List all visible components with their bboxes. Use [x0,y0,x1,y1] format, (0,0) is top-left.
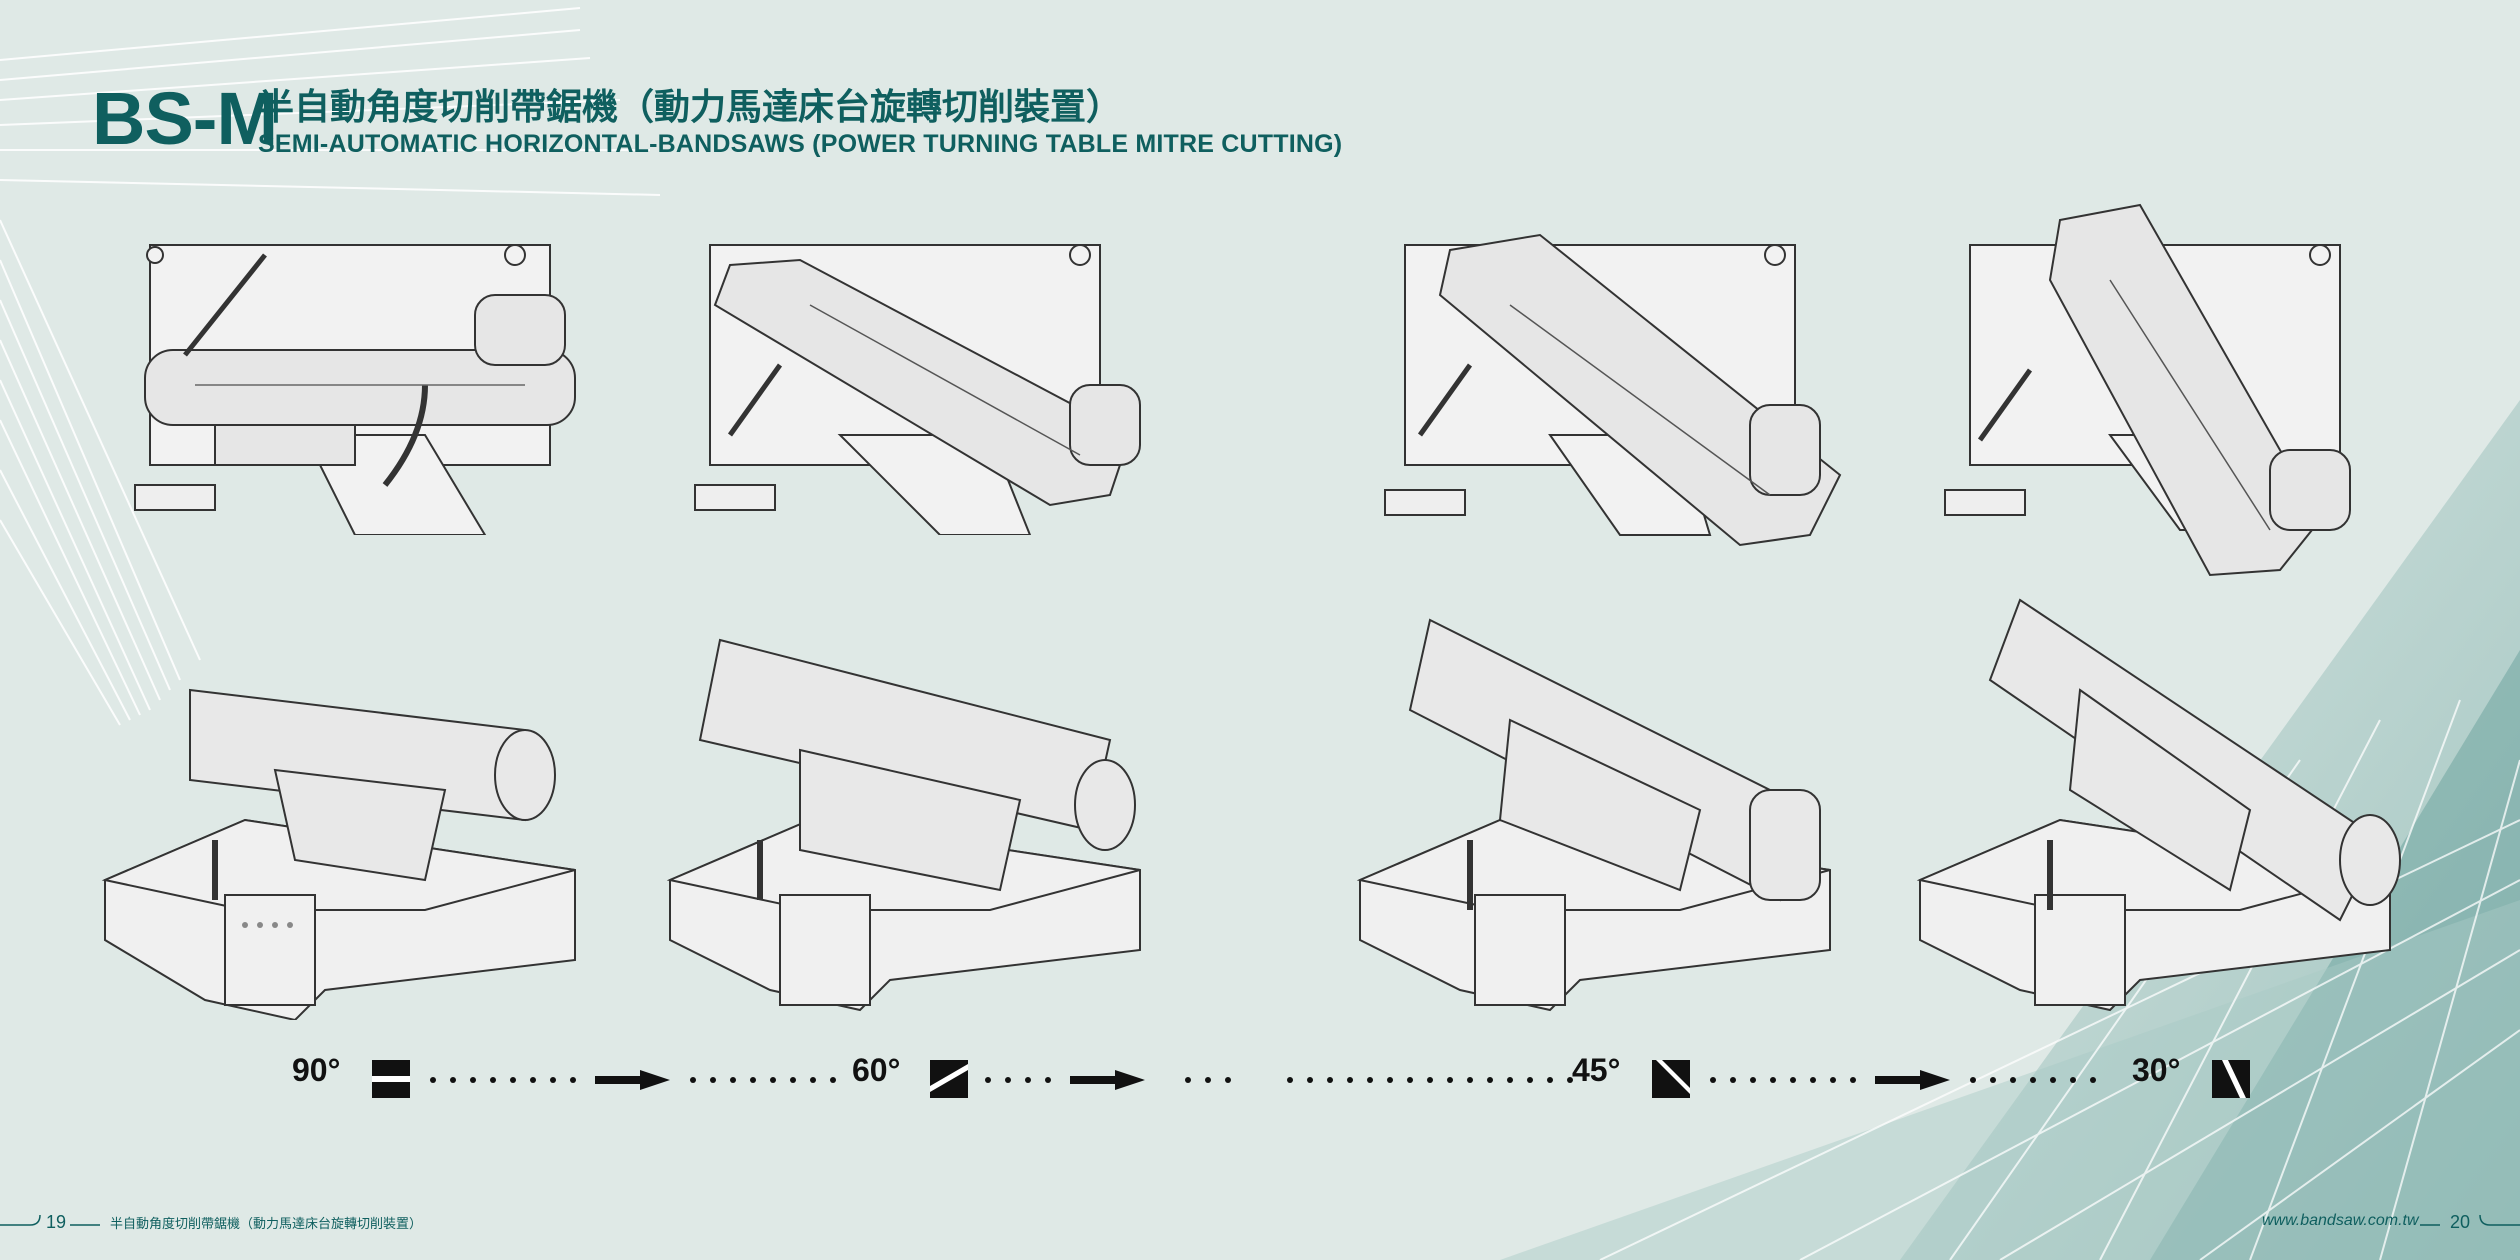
iso-view-60 [666,638,1141,1012]
footer-caption: 半自動角度切削帶鋸機（動力馬達床台旋轉切削裝置） [110,1217,423,1232]
progress-dots-1 [430,1070,836,1090]
footer-left-ornament [0,1214,100,1226]
iso-view-45 [1356,618,1831,1012]
progress-arrow-icon [595,1070,670,1090]
angle-60-icon [930,1060,968,1098]
angle-label-45: 45° [1572,1052,1621,1088]
angle-label-30: 30° [2132,1052,2181,1088]
angle-label-90: 90° [292,1052,341,1088]
model-code: BS-M [92,77,278,160]
angle-label-60: 60° [852,1052,901,1088]
footer-right-ornament [2420,1214,2520,1226]
plan-view-45 [1384,233,1842,547]
title-chinese: 半自動角度切削帶鋸機（動力馬達床台旋轉切削裝置） [258,87,1123,128]
angle-30-icon [2212,1060,2250,1098]
iso-view-30 [1916,598,2401,1012]
radiating-lines-top-left [0,7,661,726]
progress-dots-3 [1710,1070,2096,1090]
title-english: SEMI-AUTOMATIC HORIZONTAL-BANDSAWS (POWE… [258,130,1343,158]
plan-view-30 [1944,203,2351,577]
angle-90-icon [372,1060,410,1098]
website-link[interactable]: www.bandsaw.com.tw [2262,1212,2419,1229]
right-page-number: 20 [2450,1212,2471,1232]
left-page-number: 19 [46,1212,67,1232]
angle-45-icon [1652,1060,1690,1098]
plan-view-60 [694,244,1141,535]
progress-dots-2 [985,1070,1573,1090]
iso-view-90 [101,688,576,1020]
plan-view-90 [134,244,576,535]
